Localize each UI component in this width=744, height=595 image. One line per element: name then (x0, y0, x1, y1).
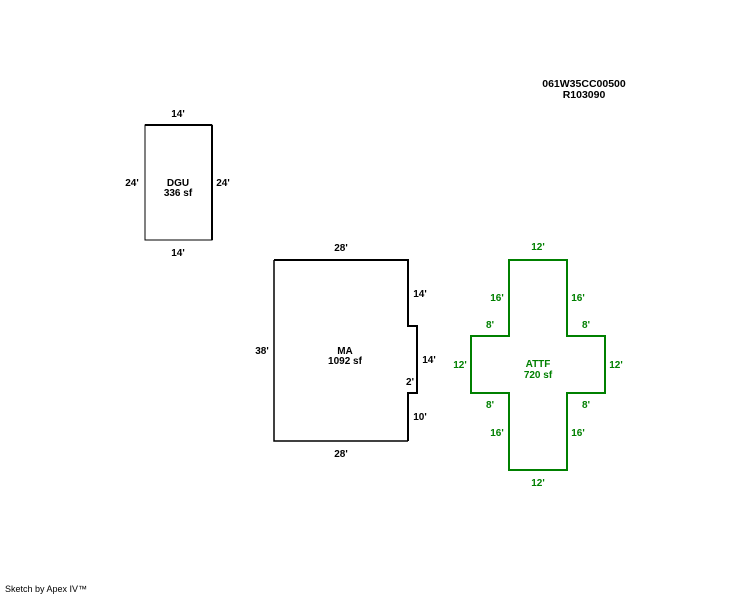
ma-dim-notch: 2' (406, 377, 414, 388)
attf-dim-right: 12' (609, 360, 623, 371)
dgu-dim-bottom: 14' (171, 248, 185, 259)
parcel-id: 061W35CC00500 (542, 78, 626, 90)
ma-dim-right-upper: 14' (413, 289, 427, 300)
ma-dim-right-middle: 14' (422, 355, 436, 366)
ma-dim-right-lower: 10' (413, 412, 427, 423)
parcel-ref: R103090 (563, 89, 606, 101)
attf-dim-bottom: 12' (531, 478, 545, 489)
attf-dim-lower-right-arm: 8' (582, 400, 590, 411)
attf-dim-upper-right-vertical: 16' (571, 293, 585, 304)
dgu-name: DGU (167, 178, 189, 189)
area-ma[interactable]: MA 1092 sf 28' 28' 38' 14' 14' 2' 10' (255, 243, 436, 460)
dgu-area: 336 sf (164, 188, 193, 199)
area-attf[interactable]: ATTF 720 sf 12' 12' 12' 12' 16' 16' 8' 8… (453, 242, 623, 489)
attf-dim-lower-right-vertical: 16' (571, 428, 585, 439)
attf-dim-left: 12' (453, 360, 467, 371)
attf-area: 720 sf (524, 370, 553, 381)
sketch-credit: Sketch by Apex IV™ (5, 584, 87, 594)
attf-name: ATTF (526, 359, 551, 370)
attf-dim-upper-left-arm: 8' (486, 320, 494, 331)
ma-area: 1092 sf (328, 356, 363, 367)
ma-outline-top-right[interactable] (274, 259, 418, 441)
ma-dim-top: 28' (334, 243, 348, 254)
attf-outline[interactable] (470, 259, 606, 471)
attf-dim-upper-right-arm: 8' (582, 320, 590, 331)
attf-dim-lower-left-arm: 8' (486, 400, 494, 411)
dgu-dim-right: 24' (216, 178, 230, 189)
dgu-dim-left: 24' (125, 178, 139, 189)
dgu-dim-top: 14' (171, 109, 185, 120)
ma-dim-bottom: 28' (334, 449, 348, 460)
ma-name: MA (337, 346, 353, 357)
ma-dim-left: 38' (255, 346, 269, 357)
attf-dim-top: 12' (531, 242, 545, 253)
attf-dim-lower-left-vertical: 16' (490, 428, 504, 439)
ma-outline-left-bottom (273, 260, 408, 442)
attf-dim-upper-left-vertical: 16' (490, 293, 504, 304)
area-dgu[interactable]: DGU 336 sf 14' 14' 24' 24' (125, 109, 230, 259)
